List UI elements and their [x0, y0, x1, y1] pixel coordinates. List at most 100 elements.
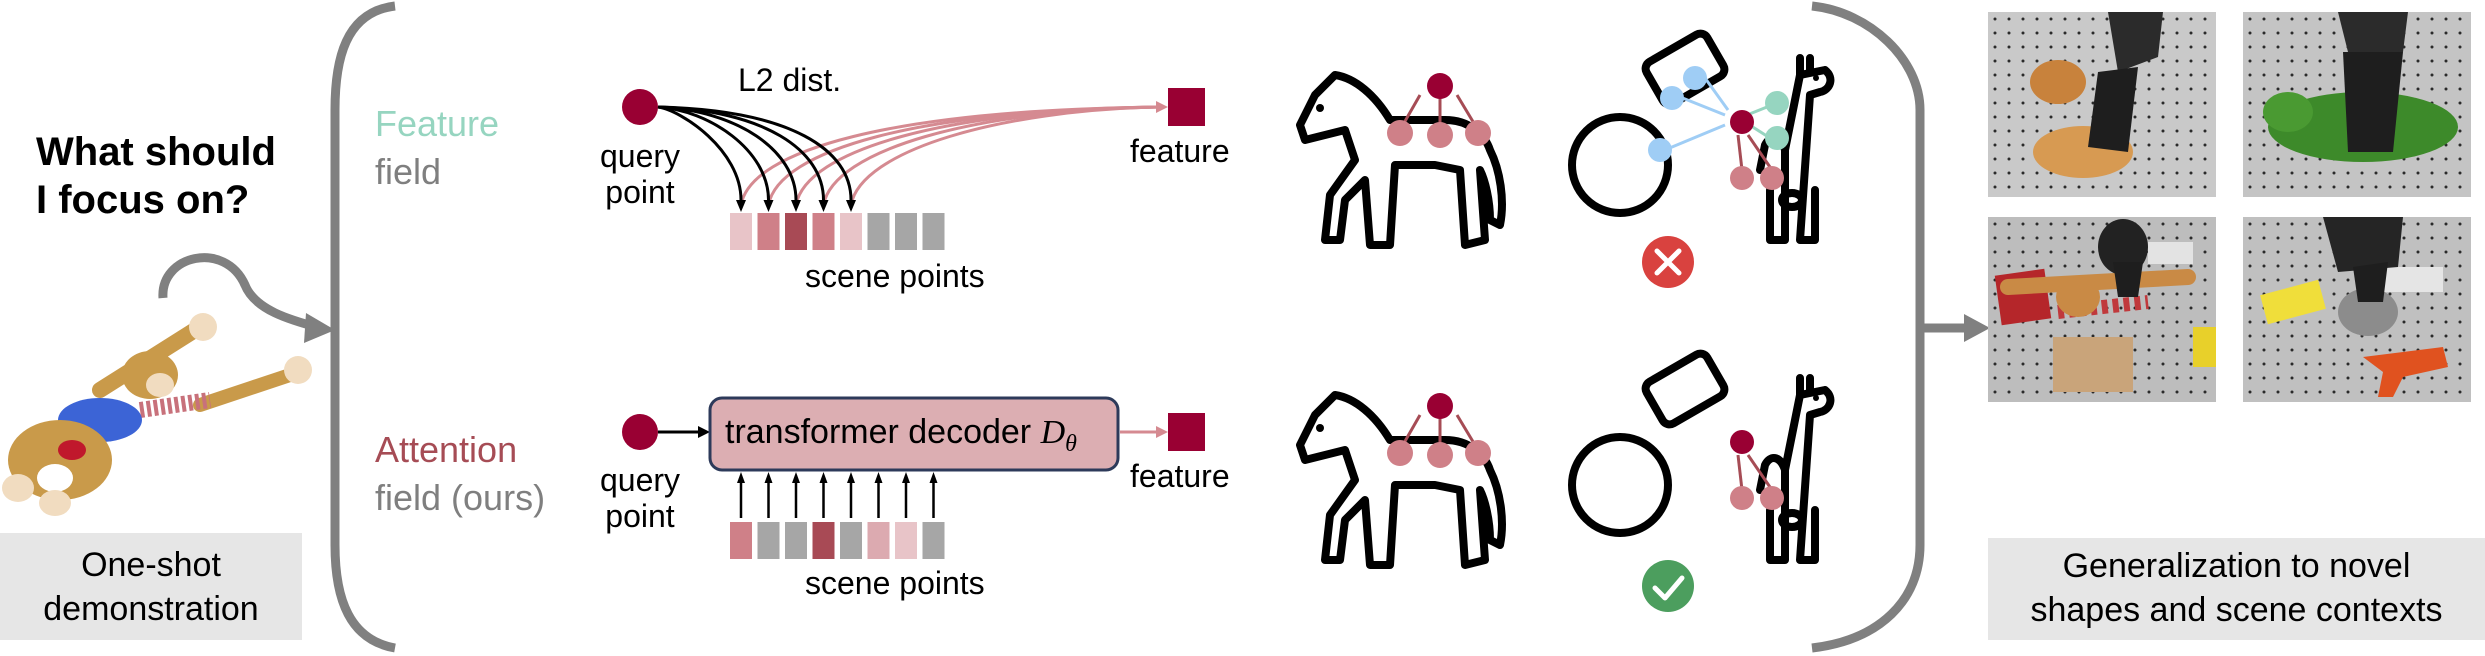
horse-eye: [1316, 424, 1324, 432]
scene-point: [840, 522, 862, 559]
attention-edge: [1746, 454, 1774, 491]
horse-outline: [1296, 71, 1506, 249]
right-bracket: [1811, 1, 1925, 653]
scene-point: [757, 522, 780, 559]
attention-output-square: [1168, 413, 1205, 451]
transformer-decoder-box: [708, 396, 1120, 472]
horse-icon: [1296, 71, 1506, 249]
output-arrowhead: [1964, 314, 1990, 342]
horse-outline: [1296, 391, 1506, 569]
feature-aggregation-edge: [849, 105, 1161, 206]
context-node: [1465, 440, 1491, 466]
attention-edge: [1746, 134, 1774, 171]
field-title-word: field: [375, 151, 442, 192]
scene-point: [895, 213, 917, 250]
attention-field-title: Attention field (ours): [375, 426, 545, 522]
box-object: [1641, 29, 1729, 109]
decoder-subscript: θ: [1065, 430, 1077, 457]
target-node: [1427, 73, 1453, 99]
generalization-caption: Generalization to novel shapes and scene…: [1988, 538, 2485, 640]
l2-edge-arrowhead: [846, 200, 856, 212]
photo-giraffe-grasp-scene: [1988, 12, 2216, 197]
point-cloud-monkey: [2, 313, 312, 516]
one-shot-caption: One-shot demonstration: [0, 533, 302, 640]
context-node: [1760, 486, 1784, 510]
photo-monkey-grasp-scene: [1988, 217, 2216, 402]
check-circle-icon: [1642, 560, 1694, 612]
feature-aggregation-edge: [822, 105, 1161, 206]
scene-point: [922, 522, 945, 559]
photo-plush-drill-grasp: [2243, 217, 2471, 402]
decoder-symbol: D: [1040, 414, 1066, 451]
giraffe-eye: [1813, 395, 1819, 401]
attention-scene-points: [730, 472, 945, 559]
distractor-node-blue: [1683, 66, 1707, 90]
x-circle-icon: [1642, 236, 1694, 288]
context-node: [1427, 442, 1453, 468]
feature-output-square: [1168, 88, 1205, 126]
l2-distance-edge: [657, 105, 853, 201]
target-node: [1730, 430, 1754, 454]
scene-point: [730, 522, 752, 559]
context-node: [1427, 122, 1453, 148]
circle-object: [1568, 113, 1672, 217]
l2-edge-arrowhead: [763, 200, 774, 212]
distractor-scene-top: [1568, 29, 1835, 244]
feature-field-title: Feature field: [375, 100, 499, 196]
field-ours-title-word: field (ours): [375, 477, 546, 518]
feature-arrowhead: [1156, 101, 1168, 113]
feature-l2-edges: [657, 101, 1168, 212]
distractor-node-teal: [1765, 126, 1789, 150]
scene-point: [785, 213, 807, 250]
attention-input-arrowhead: [929, 472, 938, 483]
target-node: [1427, 393, 1453, 419]
photo-giraffe-grasp: [1988, 12, 2216, 197]
distractor-node-teal: [1765, 91, 1789, 115]
feature-output-label: feature: [1130, 133, 1230, 169]
attention-scene-label: scene points: [805, 565, 985, 601]
scene-point: [922, 213, 945, 250]
giraffe-spot: [1778, 189, 1806, 211]
feature-scene-label: scene points: [805, 258, 985, 294]
decoder-label: transformer decoder Dθ: [725, 413, 1077, 457]
attention-input-arrowhead: [764, 472, 773, 483]
l2-distance-edge: [657, 105, 743, 201]
attention-title-word: Attention: [375, 429, 518, 470]
giraffe-outline: [1756, 374, 1835, 564]
box-object: [1641, 349, 1729, 429]
distractor-node-blue: [1660, 86, 1684, 110]
l2-dist-label: L2 dist.: [738, 62, 842, 98]
giraffe-eye: [1813, 75, 1819, 81]
feature-query-point: [622, 89, 658, 125]
question-line-1: What should: [36, 130, 276, 174]
scene-point: [867, 522, 890, 559]
context-node: [1387, 440, 1413, 466]
distractor-node-blue: [1648, 138, 1672, 162]
scene-point: [895, 522, 917, 559]
question-line-2: I focus on?: [36, 178, 250, 222]
distractor-edge: [1703, 77, 1730, 111]
photo-triceratops-grasp-scene: [2243, 12, 2471, 197]
context-node: [1465, 120, 1491, 146]
distractor-scene-bottom: [1568, 349, 1835, 564]
scene-point: [757, 213, 780, 250]
attention-edge: [1736, 134, 1744, 171]
attention-edge: [1736, 454, 1744, 491]
giraffe-spot: [1778, 509, 1806, 531]
attention-input-arrowhead: [737, 472, 745, 483]
left-bracket: [330, 1, 396, 653]
scene-point: [867, 213, 890, 250]
photo-triceratops-grasp: [2243, 12, 2471, 197]
distractor-edge: [1679, 95, 1726, 117]
horse-icon: [1296, 391, 1506, 569]
attention-query-point: [622, 414, 658, 450]
scene-point: [785, 522, 807, 559]
scene-point: [840, 213, 862, 250]
attention-output-label: feature: [1130, 458, 1230, 494]
context-node: [1387, 120, 1413, 146]
attention-input-arrowhead: [819, 472, 828, 483]
scene-point: [812, 522, 835, 559]
context-node: [1730, 166, 1754, 190]
context-node: [1730, 486, 1754, 510]
